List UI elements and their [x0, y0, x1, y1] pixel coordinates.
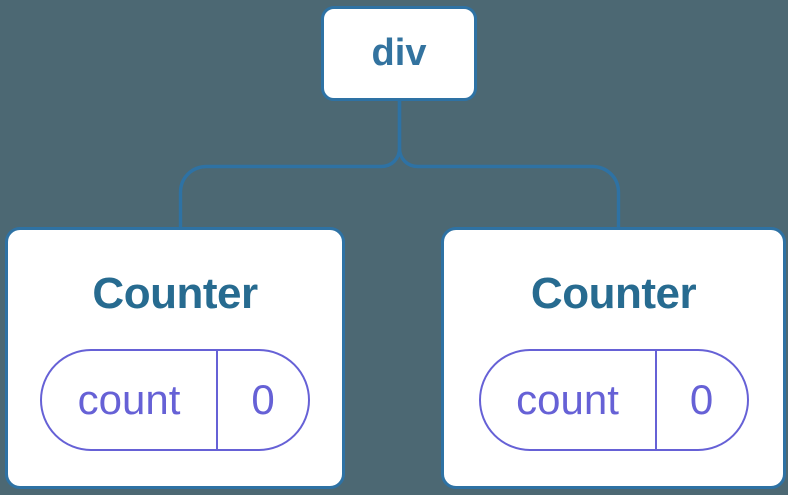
component-title: Counter — [530, 269, 697, 318]
connector-left-branch — [178, 98, 402, 232]
connector-right-branch — [397, 98, 621, 232]
state-pill: count 0 — [478, 349, 749, 451]
component-card-right: Counter count 0 — [441, 227, 786, 489]
component-card-left: Counter count 0 — [5, 227, 345, 489]
state-key: count — [481, 351, 657, 449]
state-key: count — [42, 351, 218, 449]
state-value: 0 — [689, 376, 714, 423]
component-title: Counter — [92, 269, 258, 318]
state-pill: count 0 — [40, 349, 310, 451]
root-node-label: div — [371, 32, 427, 74]
root-node: div — [321, 6, 477, 101]
state-value: 0 — [251, 376, 275, 423]
